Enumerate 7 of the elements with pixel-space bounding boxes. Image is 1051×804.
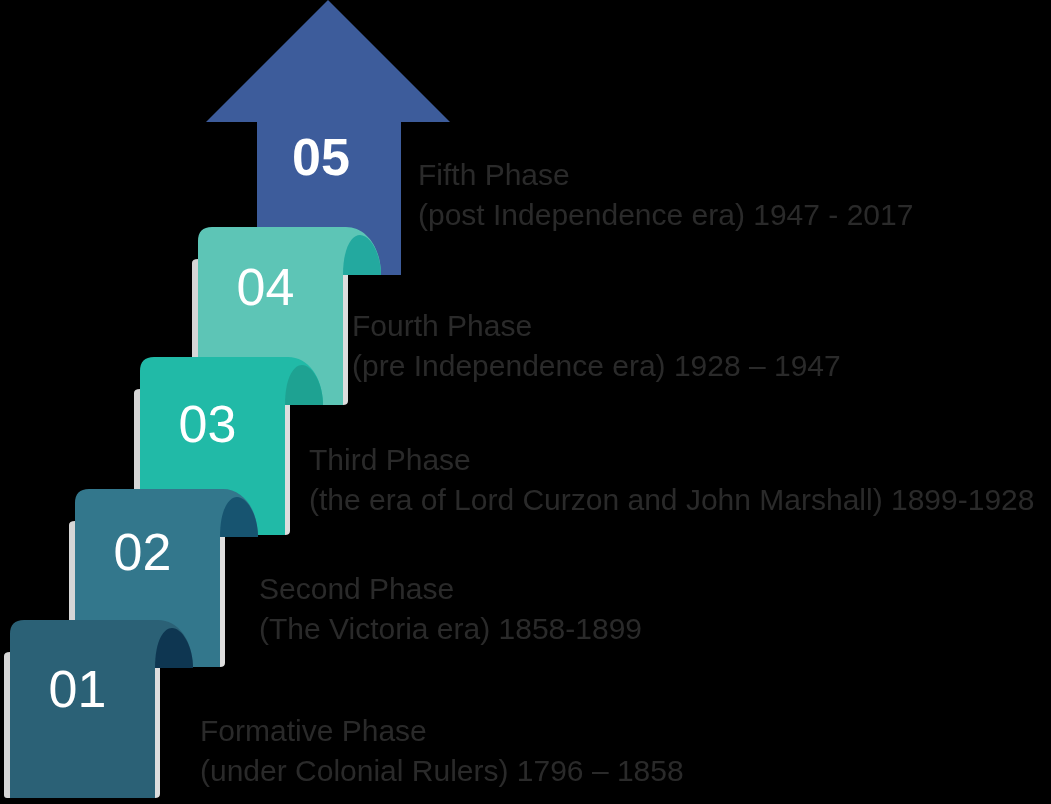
- step-number: 05: [291, 131, 351, 183]
- step-number: 02: [112, 526, 173, 578]
- ribbon-banner: [4, 618, 194, 800]
- ribbon-banner: [69, 487, 259, 669]
- step-number: 01: [47, 663, 108, 715]
- step-number: 04: [235, 261, 296, 313]
- step-number: 03: [177, 398, 238, 450]
